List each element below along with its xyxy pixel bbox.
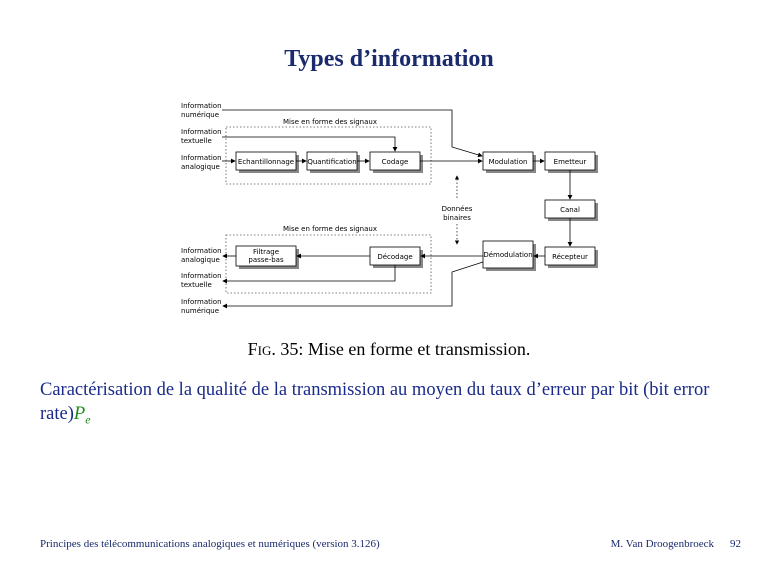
input-ana-line1: Information [181, 154, 222, 162]
slide-title: Types d’information [284, 46, 494, 72]
bottom-group-label: Mise en forme des signaux [283, 225, 377, 233]
block-emetteur: Emetteur [544, 151, 598, 173]
block-canal: Canal [544, 199, 598, 221]
input-text-line1: Information [181, 128, 222, 136]
svg-text:Emetteur: Emetteur [554, 158, 587, 166]
footer-author-page: M. Van Droogenbroeck 92 [611, 538, 741, 550]
output-num-line1: Information [181, 298, 222, 306]
top-group-box [225, 126, 432, 185]
block-echantillonnage: Echantillonnage [235, 151, 299, 173]
body-paragraph: Caractérisation de la qualité de la tran… [40, 378, 750, 432]
block-recepteur: Récepteur [544, 246, 598, 268]
svg-text:passe-bas: passe-bas [248, 256, 284, 264]
svg-text:Récepteur: Récepteur [552, 253, 588, 261]
body-text: Caractérisation de la qualité de la tran… [40, 380, 710, 424]
block-decodage: Décodage [369, 246, 423, 268]
donnees-line1: Données [442, 205, 473, 213]
input-num-line1: Information [181, 102, 222, 110]
svg-text:Canal: Canal [560, 206, 580, 214]
page-number: 92 [730, 538, 741, 550]
block-codage: Codage [369, 151, 423, 173]
caption-text: 35: Mise en forme et transmission. [280, 339, 531, 359]
svg-text:Modulation: Modulation [489, 158, 528, 166]
block-modulation: Modulation [482, 151, 536, 173]
block-filtrage: Filtrage passe-bas [235, 245, 299, 269]
input-ana-line2: analogique [181, 163, 220, 171]
donnees-line2: binaires [443, 214, 471, 222]
output-ana-line1: Information [181, 247, 222, 255]
svg-text:Codage: Codage [382, 158, 409, 166]
block-quantification: Quantification [306, 151, 360, 173]
input-text-line2: textuelle [181, 137, 212, 145]
figure-caption: Fig. 35: Mise en forme et transmission. [0, 339, 778, 360]
svg-text:Démodulation: Démodulation [483, 251, 532, 259]
svg-text:Filtrage: Filtrage [253, 248, 279, 256]
footer-author: M. Van Droogenbroeck [610, 538, 714, 550]
input-num-line2: numérique [181, 111, 219, 119]
svg-text:Décodage: Décodage [377, 253, 412, 261]
output-ana-line2: analogique [181, 256, 220, 264]
svg-text:Quantification: Quantification [307, 158, 356, 166]
footer-course: Principes des télécommunications analogi… [40, 538, 380, 550]
caption-fig: Fig. [247, 339, 276, 359]
pe-symbol: Pe [73, 404, 91, 427]
svg-text:Echantillonnage: Echantillonnage [238, 158, 294, 166]
top-group-label: Mise en forme des signaux [283, 118, 377, 126]
output-text-line2: textuelle [181, 281, 212, 289]
output-num-line2: numérique [181, 307, 219, 315]
bottom-group-box [225, 234, 432, 294]
output-text-line1: Information [181, 272, 222, 280]
block-demodulation: Démodulation [482, 240, 536, 271]
